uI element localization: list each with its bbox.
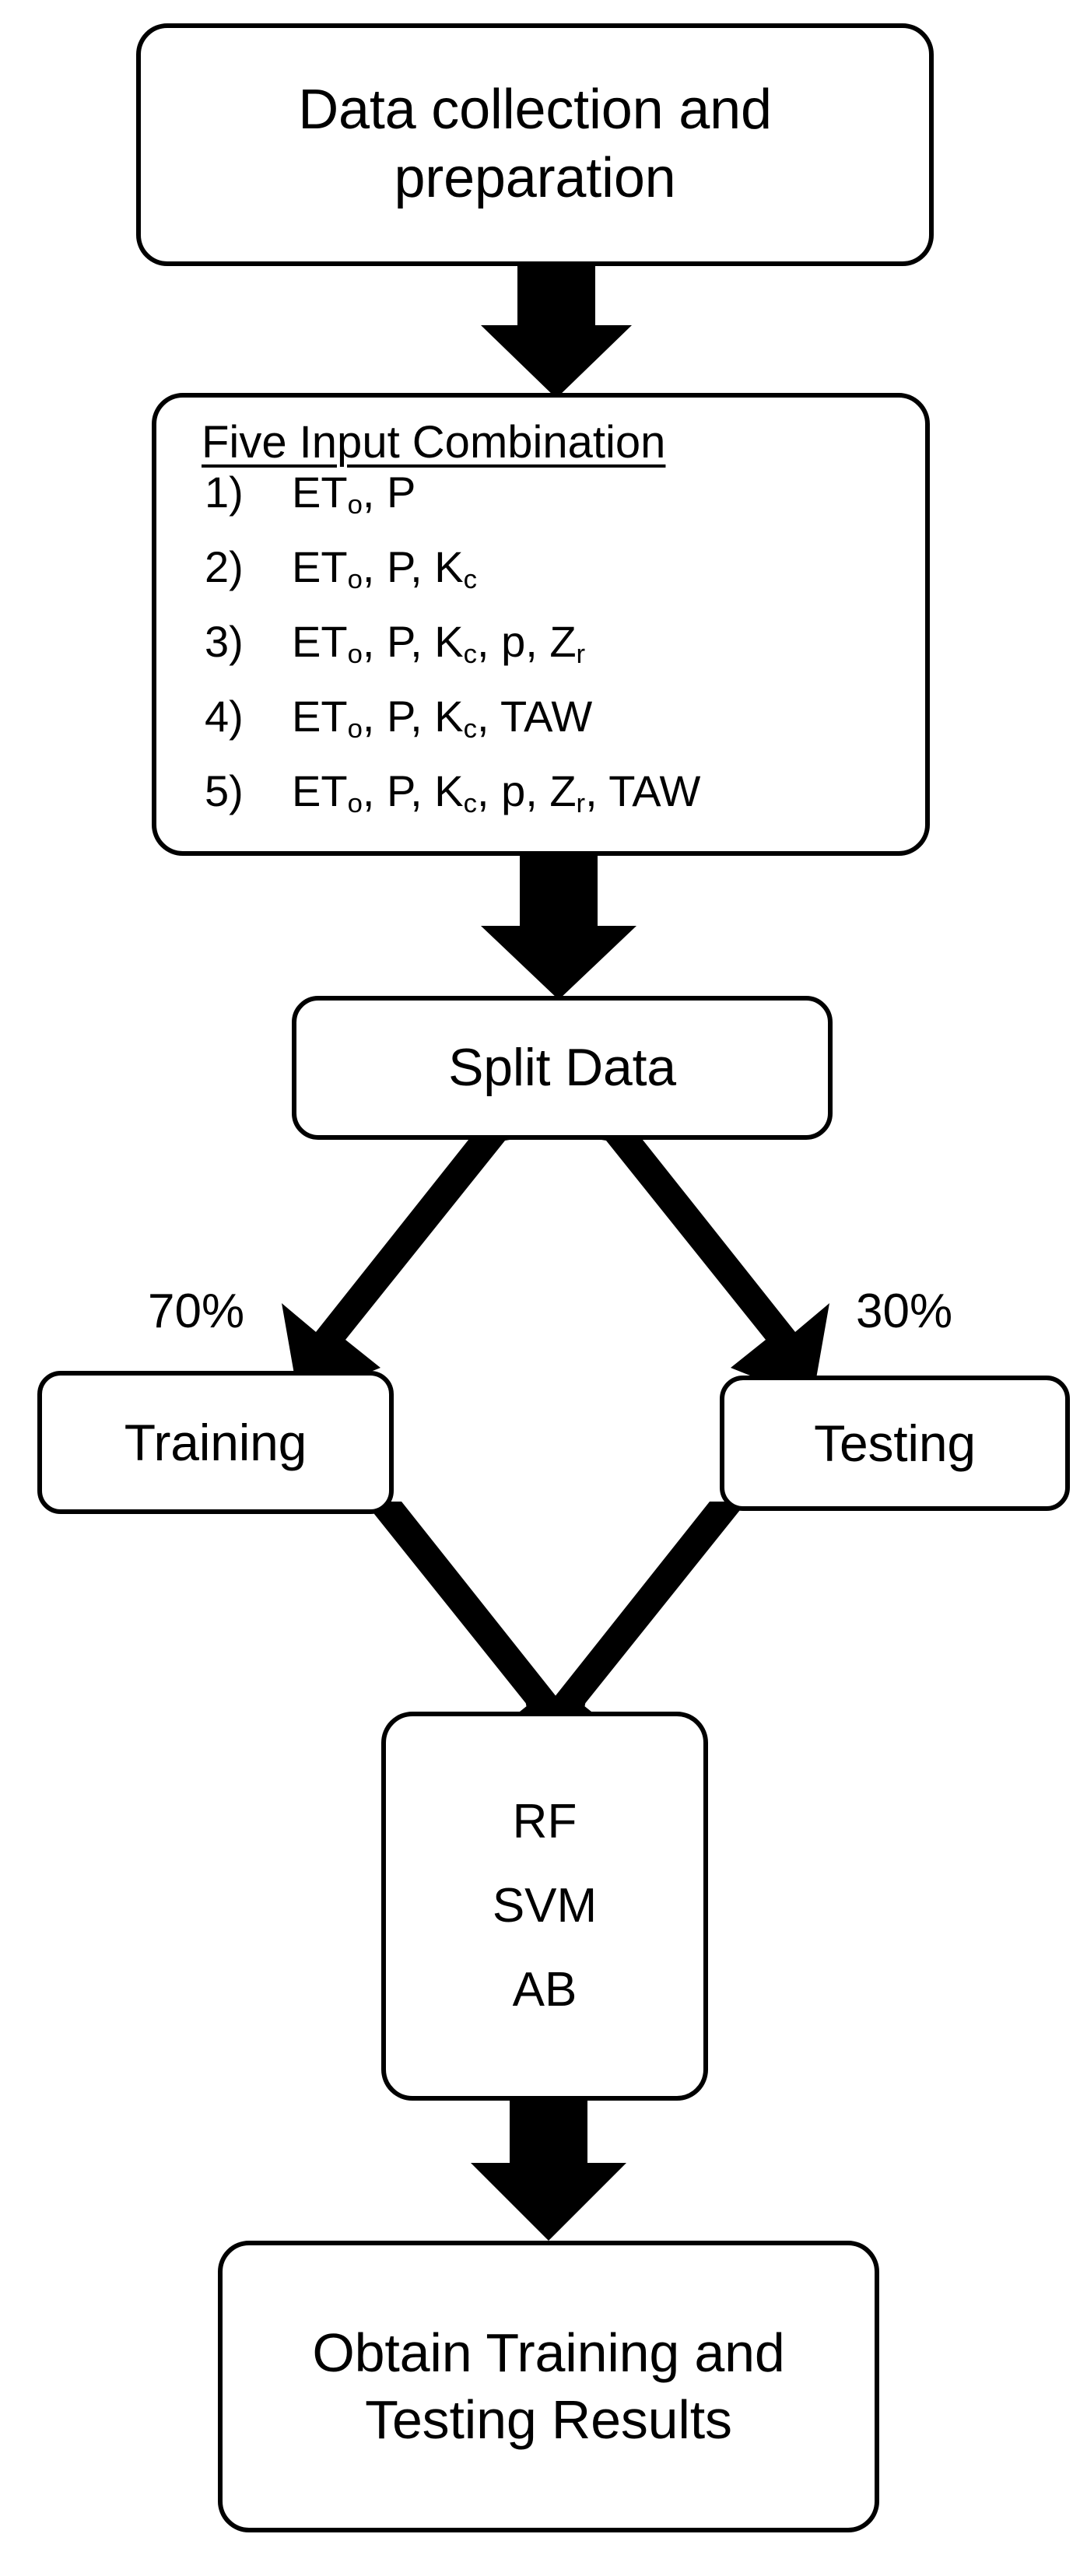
node-testing[interactable]: Testing — [720, 1376, 1070, 1511]
input-combination-item: 2) ETo, P, Kc — [205, 545, 925, 619]
model-line-svm: SVM — [492, 1879, 598, 1933]
input-combination-item-number: 1) — [205, 468, 244, 517]
input-combination-item-number: 2) — [205, 542, 244, 591]
input-combination-item-number: 3) — [205, 617, 244, 666]
node-data-collection[interactable]: Data collection and preparation — [136, 23, 934, 266]
node-split-data[interactable]: Split Data — [292, 996, 833, 1140]
arrow-collection-to-inputs — [481, 261, 632, 398]
input-combination-title: Five Input Combination — [202, 417, 666, 468]
node-models[interactable]: RF SVM AB — [381, 1712, 708, 2101]
node-testing-label: Testing — [814, 1414, 976, 1472]
input-combination-item: 1) ETo, P — [205, 470, 925, 545]
input-combination-item-number: 4) — [205, 692, 244, 741]
model-line-ab: AB — [512, 1963, 577, 2017]
arrow-models-to-results — [471, 2096, 626, 2241]
node-training[interactable]: Training — [37, 1371, 394, 1514]
input-combination-item: 3) ETo, P, Kc, p, Zr — [205, 619, 925, 694]
node-results[interactable]: Obtain Training and Testing Results — [218, 2241, 879, 2532]
arrow-inputs-to-split — [481, 851, 636, 1000]
input-combination-item-expression: ETo, P, Kc, TAW — [292, 692, 593, 744]
input-combination-item-expression: ETo, P, Kc, p, Zr — [292, 617, 586, 669]
input-combination-item: 4) ETo, P, Kc, TAW — [205, 694, 925, 769]
node-split-data-label: Split Data — [448, 1038, 676, 1098]
input-combination-item-expression: ETo, P, Kc, p, Zr, TAW — [292, 766, 701, 818]
node-input-combination[interactable]: Five Input Combination 1) ETo, P 2) ETo, P,… — [152, 393, 930, 856]
node-results-label: Obtain Training and Testing Results — [312, 2322, 785, 2450]
edge-label-testing-share: 30% — [856, 1284, 953, 1338]
arrow-split-to-testing — [577, 1136, 829, 1400]
model-line-rf: RF — [512, 1795, 577, 1849]
input-combination-list: 1) ETo, P 2) ETo, P, Kc 3) ETo, P, Kc, p, Zr 4… — [156, 470, 925, 843]
edge-label-training-share: 70% — [148, 1284, 245, 1338]
node-data-collection-label: Data collection and preparation — [298, 79, 772, 209]
input-combination-item-expression: ETo, P, Kc — [292, 542, 477, 594]
node-training-label: Training — [124, 1413, 307, 1471]
input-combination-item-expression: ETo, P — [292, 468, 416, 520]
input-combination-item: 5) ETo, P, Kc, p, Zr, TAW — [205, 769, 925, 843]
input-combination-item-number: 5) — [205, 766, 244, 815]
arrow-split-to-training — [282, 1136, 534, 1400]
